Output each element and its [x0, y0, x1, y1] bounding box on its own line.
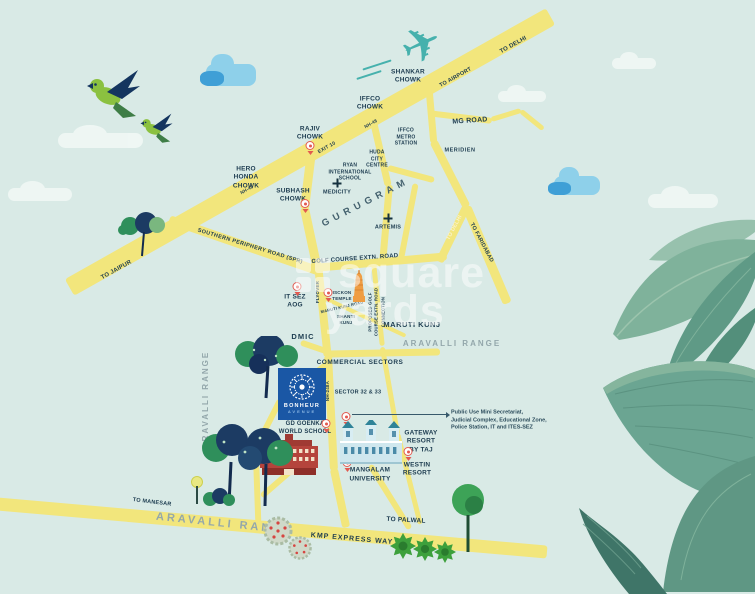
- tree-icon: [235, 336, 298, 399]
- bird-icon: [87, 70, 140, 118]
- bush-icon: [288, 536, 312, 560]
- label-hero-honda-chowk: HERO HONDA CHOWK: [232, 165, 260, 190]
- label-subhash-chowk: SUBHASH CHOWK: [276, 187, 310, 203]
- shrub-icon: [203, 488, 235, 506]
- logo-line-1: BONHEUR: [283, 403, 321, 409]
- label-huda-city-centre: HUDA CITY CENTRE: [366, 149, 388, 169]
- hospital-cross-icon: [332, 178, 342, 188]
- label-rajiv-chowk: RAJIV CHOWK: [296, 125, 324, 141]
- label-meridien: MERIDIEN: [444, 147, 476, 154]
- logo-line-2: AVENUE: [287, 409, 317, 414]
- label-commercial-sectors: COMMERCIAL SECTORS: [316, 358, 404, 366]
- airplane-contrail: [356, 70, 382, 80]
- label-iffco-chowk: IFFCO CHOWK: [356, 95, 384, 111]
- annotation-arrow-head: [446, 411, 453, 418]
- cloud: [58, 124, 143, 148]
- bush-icon: [263, 516, 293, 546]
- label-gd-goenka: GD GOENKA WORLD SCHOOL: [278, 421, 332, 435]
- bonheur-avenue-logo: BONHEUR AVENUE: [278, 368, 326, 420]
- road-commercial: [325, 348, 441, 358]
- road-label-to-manesar: TO MANESAR: [132, 497, 172, 508]
- label-artemis: ARTEMIS: [374, 224, 402, 231]
- cloud: [648, 186, 718, 208]
- cloud: [8, 180, 72, 201]
- map-pin-icon-secretariat: [341, 412, 351, 421]
- watermark-logo-icon: [296, 258, 330, 292]
- label-dmic: DMIC: [291, 332, 315, 342]
- road-mg-3: [519, 108, 545, 132]
- cloud-blue: [548, 167, 600, 196]
- label-aravalli-mid: ARAVALLI RANGE: [402, 338, 502, 348]
- tree-icon: [452, 484, 484, 552]
- university-building-icon: [340, 420, 402, 464]
- airplane-contrail: [362, 59, 392, 71]
- spiky-bush-icon: [434, 541, 456, 563]
- label-medicity: MEDICITY: [323, 189, 351, 196]
- cloud-blue: [200, 54, 256, 86]
- label-westin: WESTIN RESORT: [402, 461, 432, 477]
- label-ryan-school: RYAN INTERNATIONAL SCHOOL: [328, 162, 372, 182]
- annotation-text: Public Use Mini Secretariat, Judicial Co…: [451, 409, 547, 431]
- label-shanti-kunj: SHANTI KUNJ: [337, 314, 355, 325]
- lamp-pole: [196, 486, 198, 504]
- road-label-spr: SOUTHERN PERIPHERY ROAD (SPR): [196, 227, 304, 266]
- map-pin-icon-goenka: [321, 419, 331, 428]
- label-isckon-temple: ISCKON TEMPLE: [332, 290, 352, 301]
- map-pin-icon-gateway: [403, 447, 413, 456]
- road-label-to-palwal: TO PALWAL: [386, 515, 426, 525]
- label-maruti-kunj: MARUTI KUNJ: [383, 320, 441, 330]
- spiky-bush-icon: [413, 537, 437, 561]
- watermark-word-2: yards: [325, 287, 445, 335]
- label-iffco-metro: IFFCO METRO STATION: [394, 127, 418, 147]
- cloud: [612, 51, 656, 69]
- road-label-mg-road: MG ROAD: [452, 116, 488, 126]
- spiky-bush-icon: [390, 533, 416, 559]
- label-gateway-taj: GATEWAY RESORT BY TAJ: [404, 429, 438, 454]
- tree-icon: [118, 212, 165, 257]
- label-shankar-chowk: SHANKAR CHOWK: [391, 68, 425, 84]
- map-pin-icon-subhash-chowk: [300, 199, 310, 208]
- road-nh248a-south: [329, 467, 351, 529]
- watermark-word-1: square: [338, 249, 486, 297]
- tropical-leaves: [579, 219, 755, 594]
- mandala-icon: [289, 374, 315, 400]
- label-sector-32-33: SECTOR 32 & 33: [334, 389, 382, 396]
- hospital-cross-icon: [383, 213, 393, 223]
- tree-icon: [202, 424, 293, 507]
- temple-icon: [353, 270, 365, 302]
- map-pin-icon-rajiv-chowk: [305, 141, 315, 150]
- road-nh248a: [323, 355, 339, 471]
- bird-icon: [140, 113, 173, 143]
- annotation-arrow-line: [352, 414, 446, 415]
- road-mg-2: [490, 108, 522, 122]
- cloud: [498, 84, 546, 102]
